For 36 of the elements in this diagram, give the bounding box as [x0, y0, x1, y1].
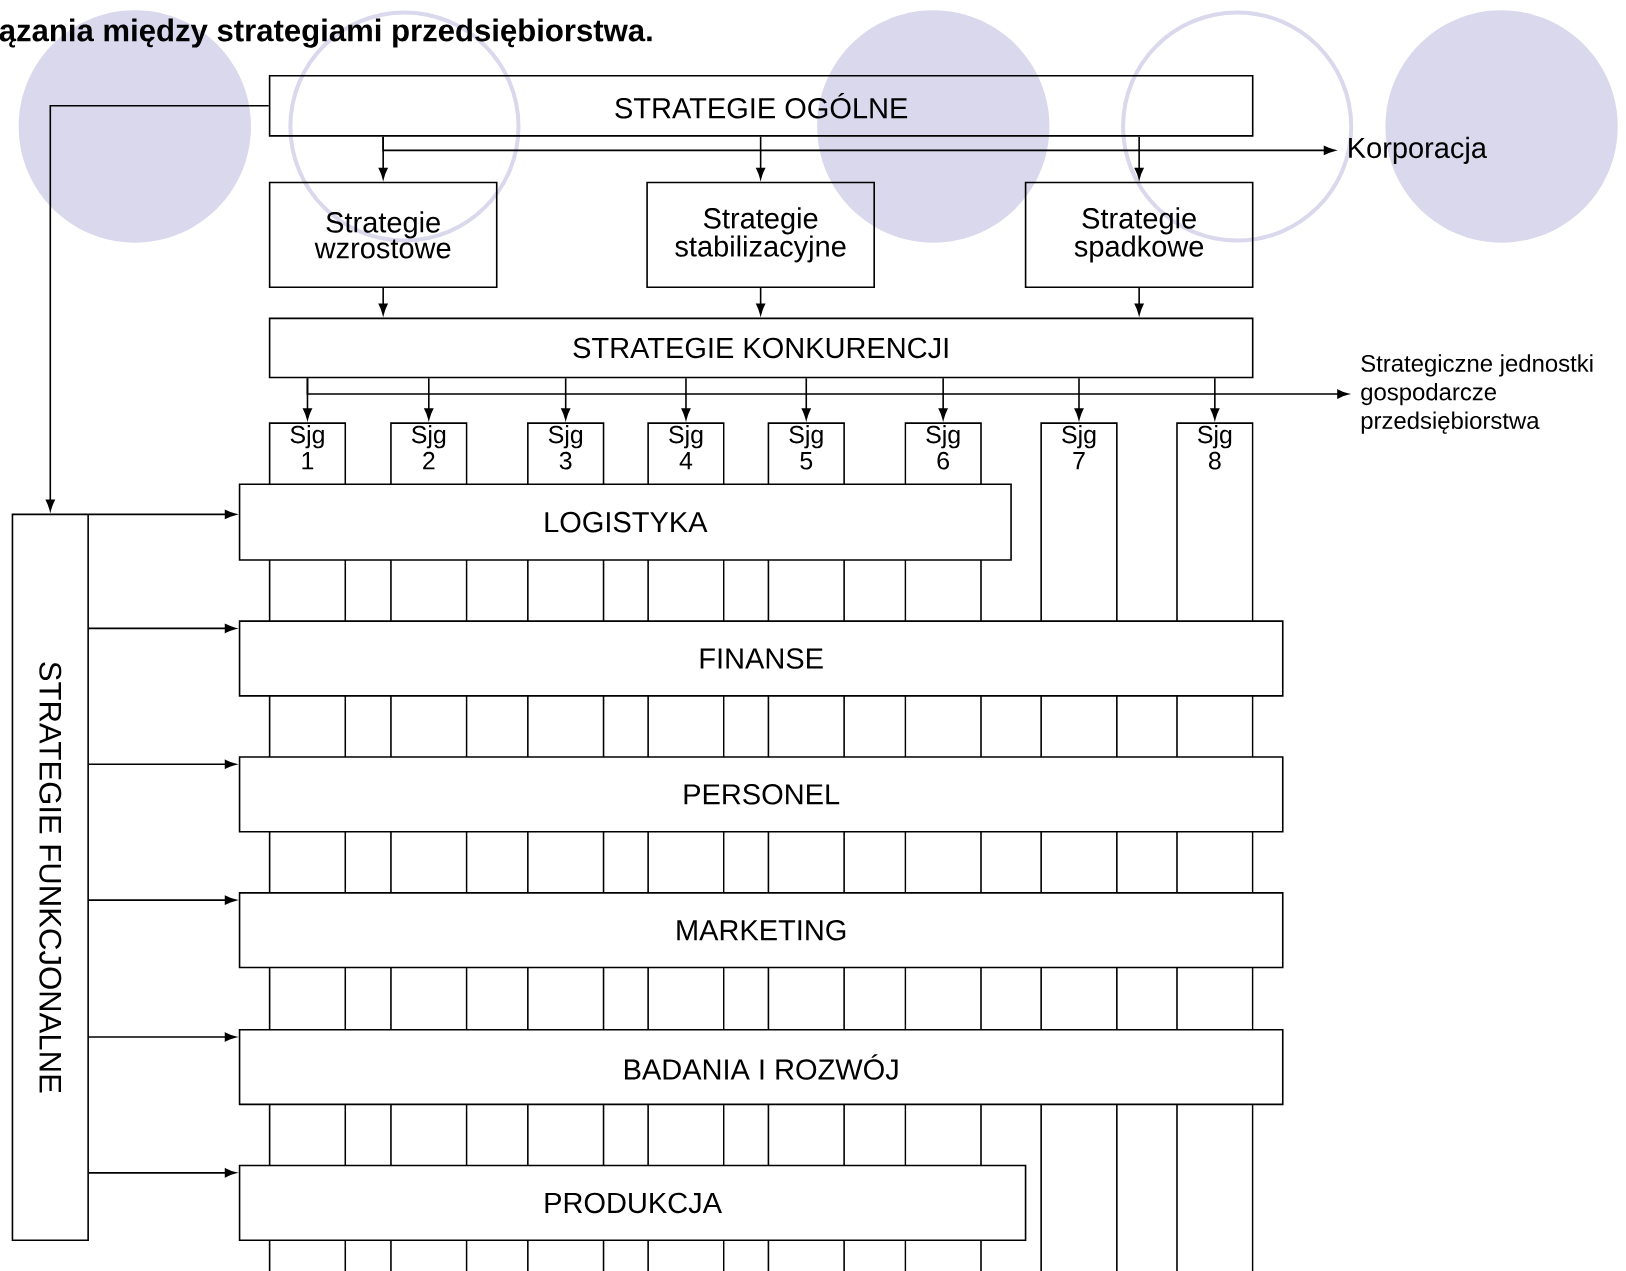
arrow [88, 759, 237, 769]
arrow [88, 1168, 237, 1178]
arrow [1210, 377, 1220, 420]
arrow [938, 377, 948, 420]
arrow [378, 287, 388, 315]
arrow [756, 287, 766, 315]
function-bar: PRODUKCJA [238, 1164, 1027, 1241]
arrow [1074, 377, 1084, 420]
strategy-box: Strategie spadkowe [1024, 181, 1254, 288]
arrow [306, 377, 1349, 399]
functional-strategy-box: STRATEGIE FUNKCJONALNE [11, 513, 89, 1241]
arrow [45, 104, 270, 511]
arrow [88, 895, 237, 905]
arrow [681, 377, 691, 420]
arrow [88, 1032, 237, 1042]
arrow [756, 135, 766, 179]
level-label: Strategiczne jednostki gospodarcze przedsiębiorstwa [1361, 354, 1593, 434]
function-bar: BADANIA I ROZWÓJ [238, 1028, 1284, 1106]
arrow [88, 623, 237, 633]
strategy-box: Strategie stabilizacyjne [646, 181, 875, 288]
arrow [801, 377, 811, 420]
function-bar: FINANSE [238, 620, 1284, 697]
strategy-box: STRATEGIE OGÓLNE [268, 74, 1254, 137]
arrow [561, 377, 571, 420]
arrow [424, 377, 434, 420]
function-bar: PERSONEL [238, 756, 1284, 833]
strategy-box: Strategie wzrostowe [268, 181, 498, 288]
function-bar: MARKETING [238, 891, 1284, 969]
arrow [1134, 135, 1144, 179]
title: ązania między strategiami przedsiębiorstwa. [0, 18, 652, 48]
strategy-box: STRATEGIE KONKURENCJI [268, 317, 1254, 379]
level-label: Korporacja [1349, 136, 1487, 164]
arrow [88, 509, 237, 519]
function-bar: LOGISTYKA [238, 483, 1012, 561]
arrow [382, 135, 1336, 155]
arrow [1134, 287, 1144, 315]
